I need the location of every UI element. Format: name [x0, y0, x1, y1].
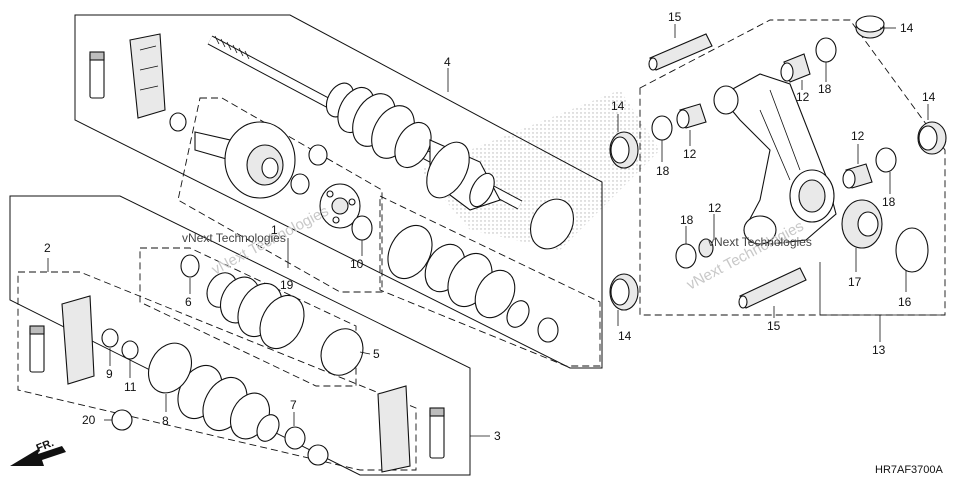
- callout-15-top: 15: [668, 10, 682, 24]
- pivot-pipe-top: [648, 33, 713, 71]
- callout-6: 6: [185, 295, 192, 309]
- callout-17: 17: [848, 275, 862, 289]
- dust-seal-14-bottom: [609, 273, 639, 311]
- callout-16: 16: [898, 295, 912, 309]
- callout-12-b: 12: [683, 147, 697, 161]
- outer-boot-kit-frame: [379, 195, 601, 367]
- callout-18-a: 18: [818, 82, 832, 96]
- callout-5: 5: [373, 347, 380, 361]
- bearing-12-d: [698, 238, 714, 258]
- callout-14-right: 14: [922, 90, 936, 104]
- swingarm: [713, 73, 837, 245]
- watermark-left: vNext Technologies: [182, 231, 286, 245]
- bearing-12-c: [842, 163, 873, 189]
- inner-boot: [206, 272, 305, 349]
- callout-10: 10: [350, 257, 364, 271]
- band-large-upper: [529, 198, 575, 250]
- callout-13: 13: [872, 343, 886, 357]
- front-direction-arrow: [10, 446, 66, 466]
- circlip-10: [351, 215, 373, 241]
- boot-set-frame: [9, 195, 471, 476]
- circlip-small: [169, 112, 187, 132]
- inner-boot-kit-frame: [139, 247, 357, 387]
- callout-9: 9: [106, 367, 113, 381]
- band-small-lower: [537, 317, 559, 343]
- callout-14-top: 14: [900, 21, 914, 35]
- leader-lines: [47, 24, 929, 437]
- callout-4: 4: [444, 55, 451, 69]
- band-6: [180, 254, 200, 278]
- dust-seal-14-right: [917, 121, 947, 155]
- callout-18-d: 18: [680, 213, 694, 227]
- inner-cv-joint: [194, 121, 296, 199]
- dust-seal-14-left: [609, 131, 639, 169]
- callout-7: 7: [290, 398, 297, 412]
- callout-19: 19: [280, 278, 294, 292]
- callout-12-d: 12: [708, 201, 722, 215]
- snap-ring-mid: [290, 173, 310, 195]
- callout-18-b: 18: [656, 164, 670, 178]
- bearing-12-b: [676, 103, 707, 129]
- callout-labels: 1 2 3 4 5 6 7 8 9 10 11 12 12 12 12 13 1…: [44, 10, 936, 443]
- inner-joint-subgroup-frame: [177, 97, 383, 293]
- grease-kit-right: [377, 385, 445, 473]
- callout-18-c: 18: [882, 195, 896, 209]
- bearing-12-a: [780, 53, 811, 83]
- boot-kit-frame: [17, 271, 417, 471]
- seal-18-b: [651, 115, 673, 141]
- watermark-right: vNext Technologies: [708, 235, 812, 249]
- outer-boot: [387, 225, 530, 328]
- outer-boot-lower: [177, 365, 280, 442]
- callout-14-left: 14: [611, 99, 625, 113]
- ring-11: [121, 340, 139, 360]
- grease-kit-left: [29, 295, 95, 385]
- band-8: [147, 342, 193, 394]
- circlip-9: [101, 328, 119, 348]
- clip-20: [111, 409, 133, 431]
- circlip-16: [895, 227, 929, 273]
- dust-seal-14-top: [855, 15, 885, 39]
- grease-kit-top: [89, 33, 166, 119]
- band-5: [320, 328, 364, 376]
- callout-11: 11: [124, 380, 137, 394]
- driveshaft: [207, 35, 523, 211]
- callout-3: 3: [494, 429, 501, 443]
- callout-1: 1: [271, 223, 278, 237]
- callout-20: 20: [82, 413, 96, 427]
- tripod-joint: [319, 183, 361, 229]
- callout-2: 2: [44, 241, 51, 255]
- callout-12-c: 12: [851, 129, 865, 143]
- callout-8: 8: [162, 414, 169, 428]
- callout-14-bottom: 14: [618, 329, 632, 343]
- bearing-17: [841, 199, 883, 249]
- seal-18-d: [675, 243, 697, 269]
- stop-ring-lower: [307, 444, 329, 466]
- band-7: [284, 426, 306, 450]
- swingarm-frame: [639, 19, 946, 316]
- pivot-pipe-bottom: [738, 267, 807, 309]
- snap-ring-upper: [308, 144, 328, 166]
- hatch-area: [420, 90, 660, 250]
- diagram-code: HR7AF3700A: [875, 464, 944, 476]
- callout-15-bottom: 15: [767, 319, 781, 333]
- seal-18-c: [875, 147, 897, 173]
- seal-18-a: [815, 37, 837, 63]
- driveshaft-assembly-frame: [74, 14, 603, 369]
- callout-12-a: 12: [796, 90, 810, 104]
- bearing-kit-frame: [819, 262, 945, 316]
